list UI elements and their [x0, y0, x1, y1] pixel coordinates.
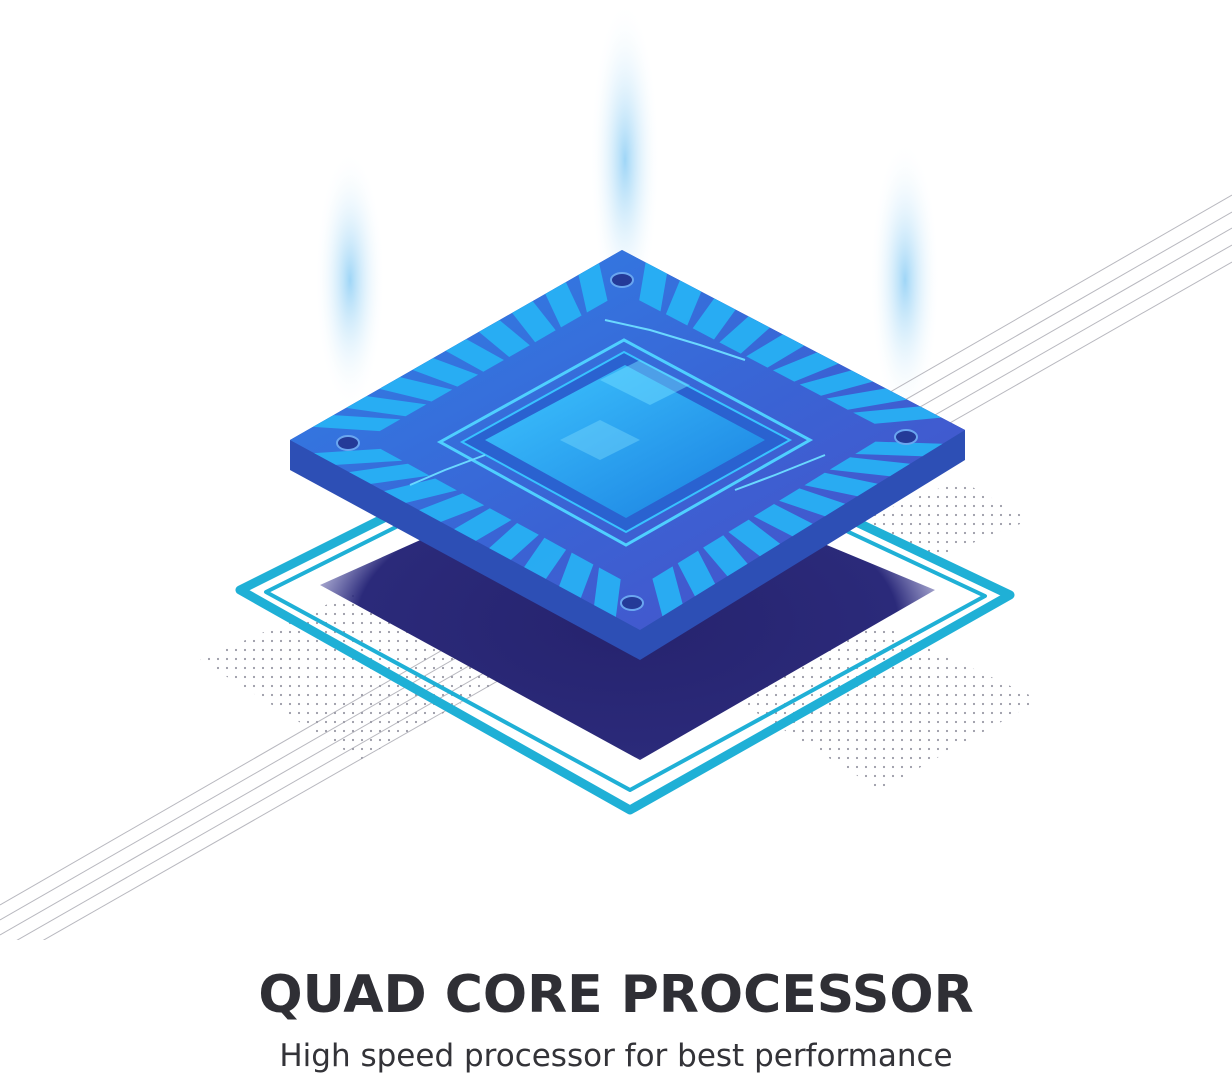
chip-traces: [409, 319, 826, 491]
chip-pin-nw: [545, 282, 582, 328]
chip-pin-sw: [314, 448, 403, 465]
chip-pin-nw: [478, 320, 530, 357]
chip-pin-sw: [349, 463, 430, 484]
chip-pin-ne: [826, 388, 908, 410]
chip-pin-ne: [665, 280, 702, 326]
chip-pin-nw: [346, 396, 427, 417]
chip-pin-se: [703, 535, 748, 577]
cpu-chip-illustration: [0, 0, 1232, 940]
chip-mount-holes: [336, 272, 918, 611]
feature-subtitle: High speed processor for best performanc…: [279, 1038, 953, 1074]
chip-pin-ne: [773, 352, 839, 382]
chip-pin-sw: [384, 478, 457, 503]
chip-pin-se: [804, 472, 878, 497]
chip-pin-nw: [578, 263, 608, 313]
chip-pin-ne: [853, 406, 942, 424]
chip-pin-sw: [454, 508, 512, 541]
chip-pin-se: [753, 504, 813, 537]
chip-pin-se: [728, 519, 781, 557]
chip-pin-ne: [719, 316, 770, 354]
chip-pin-sw: [524, 537, 567, 579]
chip-pin-sw: [419, 493, 485, 522]
chip-pin-sw: [594, 567, 621, 617]
chip-pin-sw: [559, 552, 594, 598]
glow-plumes: [315, 0, 940, 420]
chip-pin-ne: [746, 334, 805, 368]
chip-pin-se: [855, 441, 943, 457]
chip-pin-se: [677, 550, 716, 597]
chip-pin-se: [652, 566, 683, 617]
chip-pin-nw: [512, 301, 556, 343]
chip-pin-nw: [379, 377, 453, 402]
chip-pin-nw: [445, 339, 504, 372]
chip-pin-se: [779, 488, 846, 517]
chip-pin-nw: [412, 358, 479, 387]
feature-title: QUAD CORE PROCESSOR: [258, 965, 974, 1025]
chip-pin-ne: [692, 298, 736, 340]
chip-pin-sw: [489, 523, 539, 560]
chip-pin-ne: [639, 262, 667, 312]
chip-core: [436, 338, 814, 547]
chip-pins: [312, 262, 943, 617]
chip-pin-se: [829, 457, 911, 477]
chip-pin-nw: [312, 415, 401, 432]
chip-pin-ne: [799, 370, 873, 396]
